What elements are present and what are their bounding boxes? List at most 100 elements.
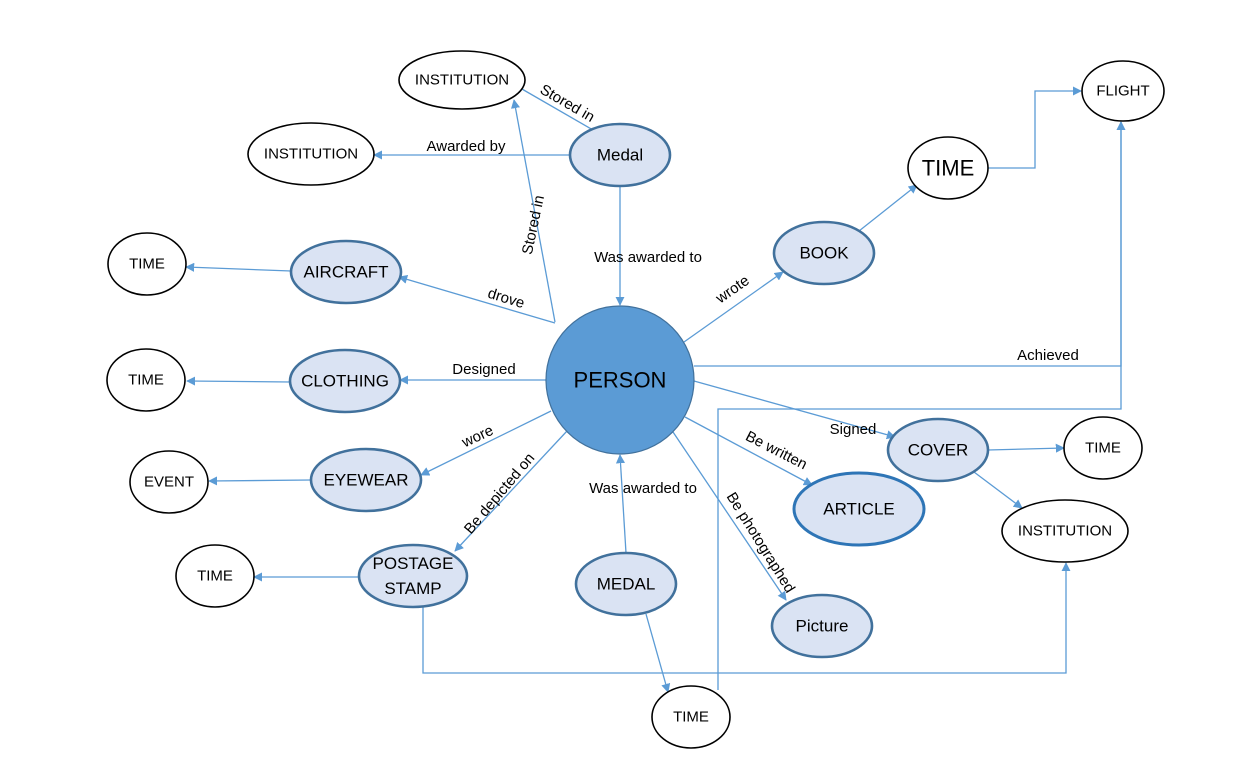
edge-line <box>684 416 813 486</box>
edge-line <box>683 271 784 343</box>
node-shape <box>129 450 209 514</box>
node-shape <box>651 685 731 749</box>
edge-line <box>511 99 556 323</box>
node-label: TIME <box>922 156 975 181</box>
node-clothing: CLOTHING <box>288 348 402 414</box>
node-shape <box>106 348 186 412</box>
edge-time_bottom-to-flight <box>717 121 1126 690</box>
node-label: STAMP <box>384 579 441 598</box>
edge-label: Awarded by <box>427 138 506 155</box>
node-shape <box>772 220 876 286</box>
node-shape <box>1081 60 1165 122</box>
edge-line <box>615 454 627 554</box>
edge-clothing-to-time_clothing <box>186 376 291 386</box>
edge-cover-to-time_cover <box>987 443 1065 453</box>
edge-cover-to-institution_right <box>973 471 1023 509</box>
edge-line <box>420 410 552 476</box>
node-institution-top: INSTITUTION <box>398 50 526 110</box>
node-shape <box>247 122 375 186</box>
node-label: BOOK <box>799 244 849 263</box>
node-label: INSTITUTION <box>415 72 509 89</box>
edge-person-to-postage: Be depicted on <box>454 430 568 552</box>
node-shape <box>574 551 678 617</box>
node-label: TIME <box>129 256 165 273</box>
node-shape <box>288 348 402 414</box>
node-label: MEDAL <box>597 575 656 594</box>
edge-person-to-clothing: Designed <box>399 361 546 385</box>
node-aircraft: AIRCRAFT <box>289 239 403 305</box>
edge-eyewear-to-event <box>208 476 312 486</box>
node-postage: POSTAGE STAMP <box>357 543 469 609</box>
edge-label: Stored in <box>519 194 548 256</box>
node-label: ARTICLE <box>823 500 895 519</box>
node-article: ARTICLE <box>792 471 926 547</box>
node-shape <box>309 447 423 513</box>
node-label: Picture <box>796 617 849 636</box>
node-label: AIRCRAFT <box>304 263 389 282</box>
node-institution-right: INSTITUTION <box>1001 499 1129 563</box>
edge-medal_top-to-institution_top: Stored in <box>514 81 598 131</box>
edge-label: wrote <box>712 272 753 308</box>
node-label: Medal <box>597 146 643 165</box>
node-shape <box>175 544 255 608</box>
edge-person-to-aircraft: drove <box>398 274 556 324</box>
node-label: POSTAGE <box>373 554 454 573</box>
edge-line <box>988 86 1082 169</box>
node-flight: FLIGHT <box>1081 60 1165 122</box>
node-label: TIME <box>1085 440 1121 457</box>
edge-line <box>422 562 1071 674</box>
edge-line <box>208 476 312 486</box>
edge-label: Be photographed <box>723 489 798 596</box>
edge-label: Designed <box>452 361 515 378</box>
node-label: CLOTHING <box>301 372 389 391</box>
edge-medal_bottom-to-person: Was awarded to <box>589 454 697 554</box>
edge-book-to-time_book <box>858 184 918 232</box>
node-shape <box>792 471 926 547</box>
edge-person-to-institution_top: Stored in <box>511 99 556 323</box>
node-event: EVENT <box>129 450 209 514</box>
edge-label: Was awarded to <box>589 480 697 497</box>
node-eyewear: EYEWEAR <box>309 447 423 513</box>
edge-line <box>858 184 918 232</box>
edge-medal_bottom-to-time_bottom <box>645 613 671 693</box>
node-time-book: TIME <box>907 136 989 200</box>
edge-line <box>973 471 1023 509</box>
node-label: INSTITUTION <box>264 146 358 163</box>
edge-medal_top-to-person: Was awarded to <box>594 186 702 306</box>
node-person: PERSON <box>545 305 695 455</box>
node-medal-top: Medal <box>568 122 672 188</box>
node-label: INSTITUTION <box>1018 523 1112 540</box>
node-label: TIME <box>673 709 709 726</box>
node-time-aircraft: TIME <box>107 232 187 296</box>
node-medal-bottom: MEDAL <box>574 551 678 617</box>
node-time-bottom: TIME <box>651 685 731 749</box>
node-shape <box>545 305 695 455</box>
edge-line <box>717 121 1126 690</box>
edge-person-to-book: wrote <box>683 271 784 343</box>
edge-person-to-flight: Achieved <box>694 121 1126 367</box>
node-label: COVER <box>908 441 968 460</box>
node-label: EYEWEAR <box>323 471 408 490</box>
edge-line <box>186 376 291 386</box>
node-label: PERSON <box>574 368 667 393</box>
node-cover: COVER <box>886 417 990 483</box>
node-institution-left: INSTITUTION <box>247 122 375 186</box>
node-shape <box>568 122 672 188</box>
node-picture: Picture <box>770 593 874 659</box>
node-label: TIME <box>128 372 164 389</box>
node-time-postage: TIME <box>175 544 255 608</box>
edge-line <box>694 121 1126 367</box>
node-shape <box>1001 499 1129 563</box>
edge-label: Achieved <box>1017 347 1079 364</box>
node-shape <box>289 239 403 305</box>
edge-label: Was awarded to <box>594 249 702 266</box>
nodes-layer: PERSONMedalINSTITUTIONINSTITUTIONAIRCRAF… <box>106 50 1165 749</box>
node-shape <box>398 50 526 110</box>
node-shape <box>770 593 874 659</box>
node-shape <box>886 417 990 483</box>
edge-time_book-to-flight <box>988 86 1082 169</box>
node-shape <box>1063 416 1143 480</box>
edge-label: Signed <box>830 421 877 438</box>
node-shape <box>907 136 989 200</box>
